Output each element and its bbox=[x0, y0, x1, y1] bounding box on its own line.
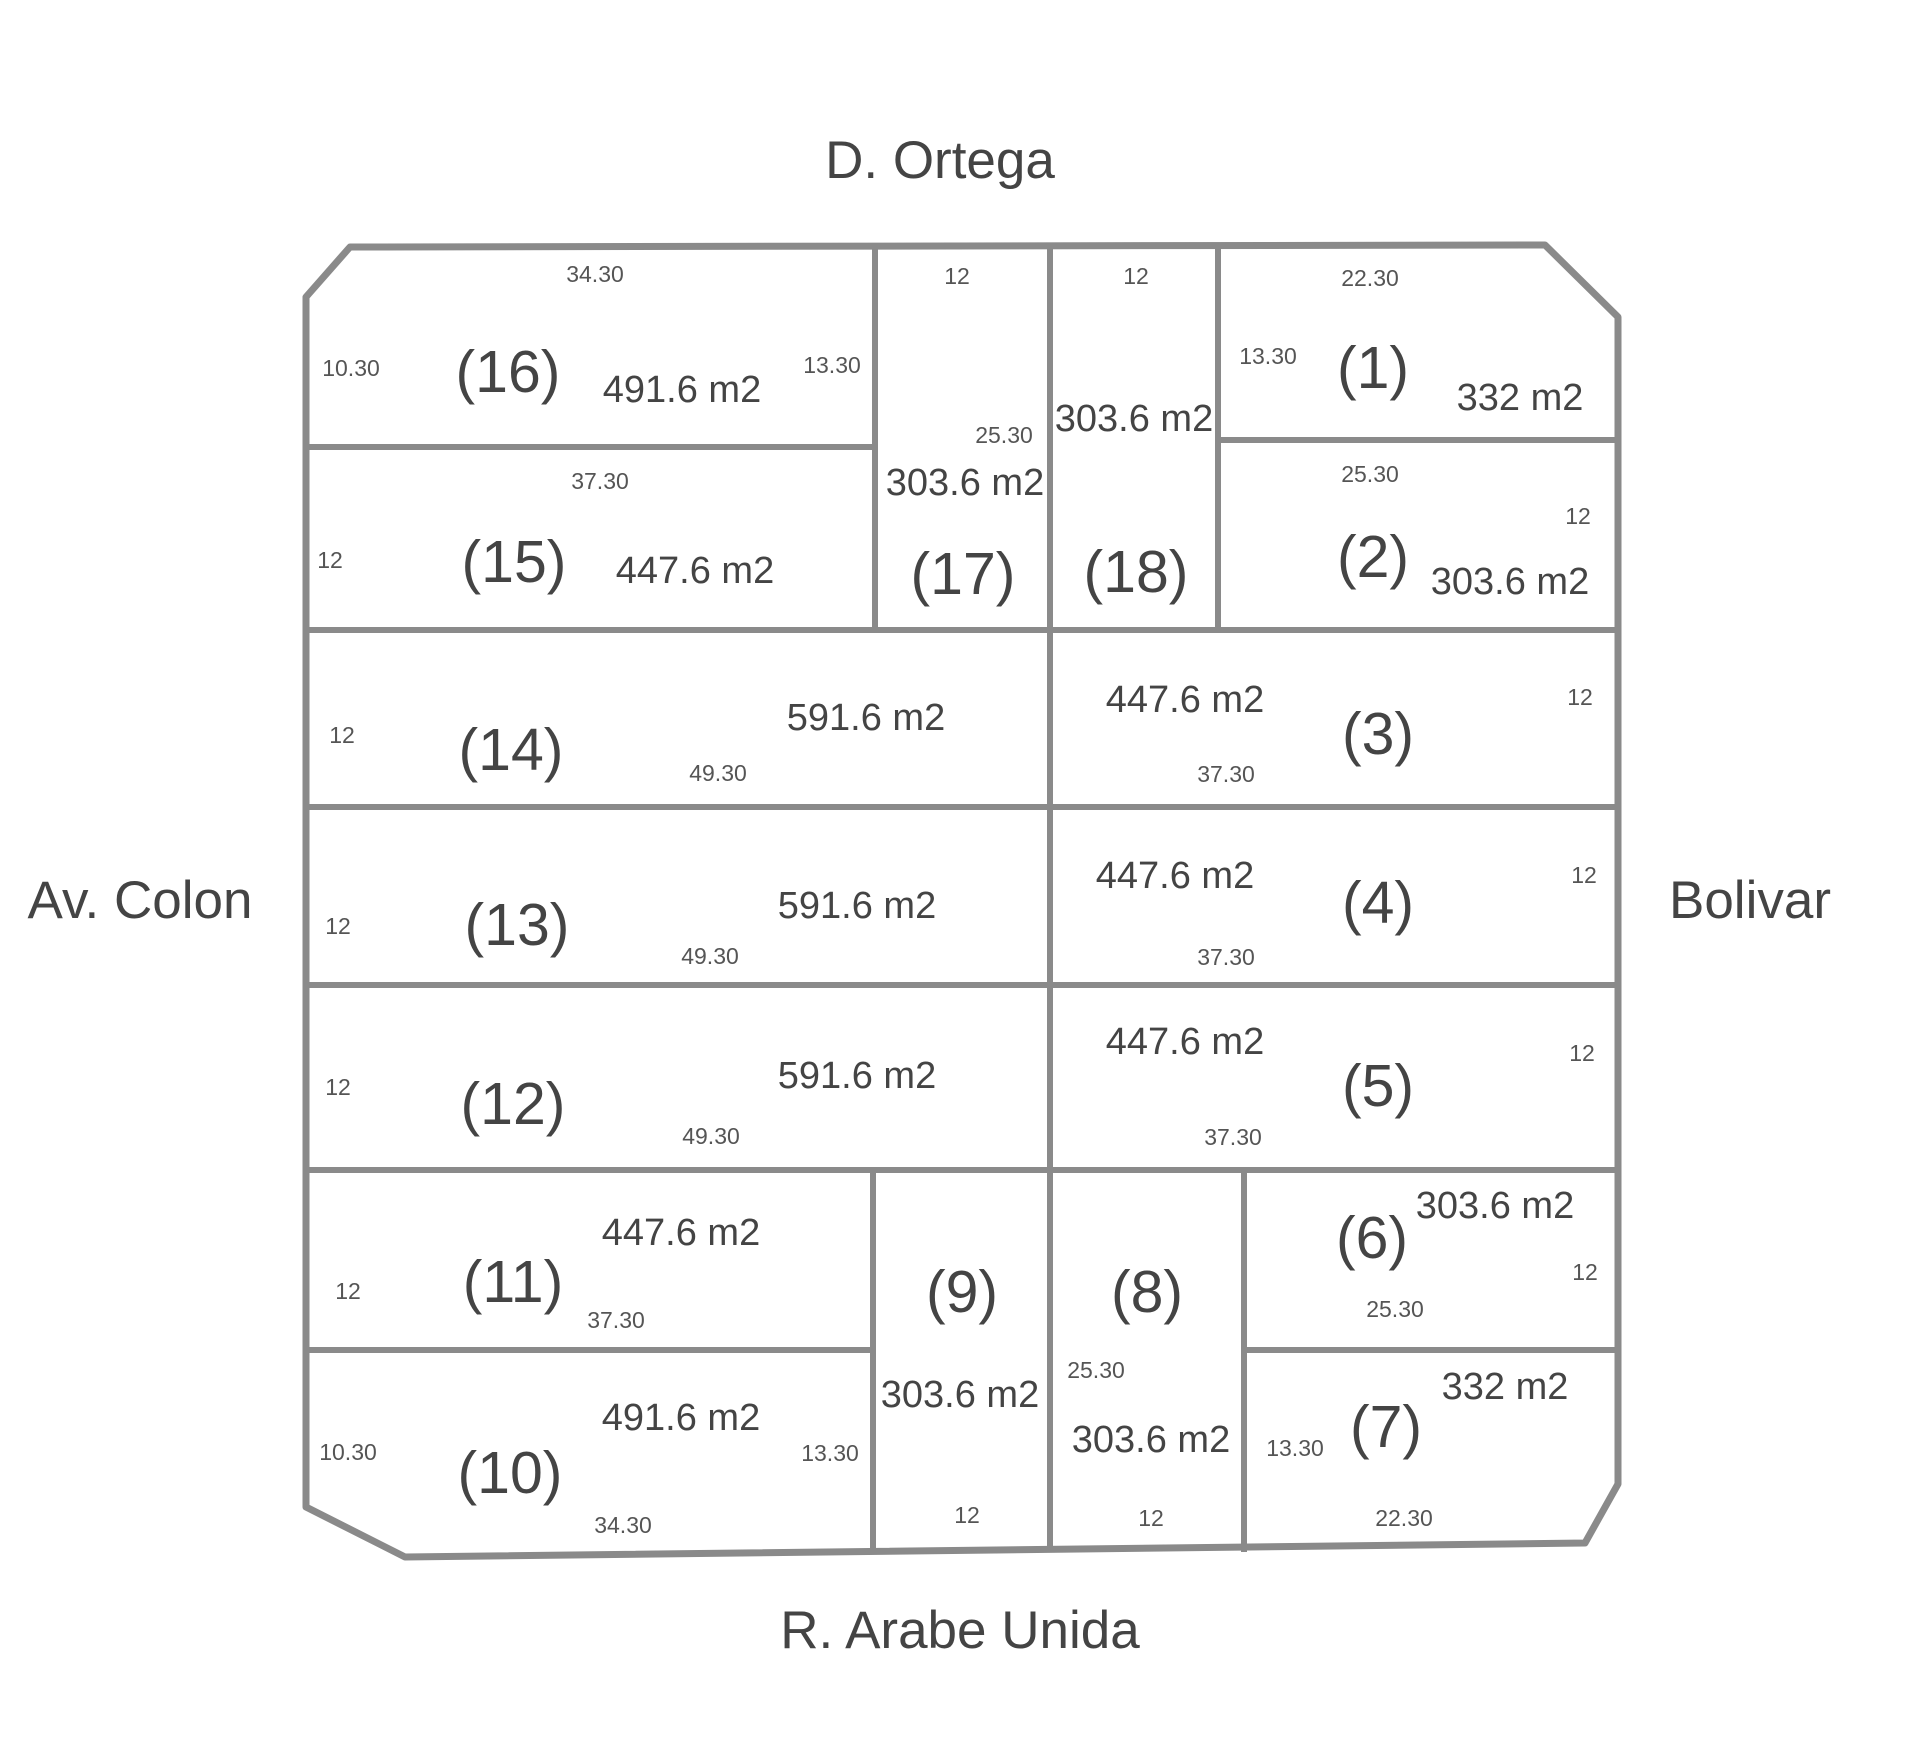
lot-11-dim: 37.30 bbox=[587, 1307, 645, 1333]
lot-15-dim: 12 bbox=[317, 547, 343, 573]
lot-7-dim: 13.30 bbox=[1266, 1435, 1324, 1461]
lot-6-dim: 25.30 bbox=[1366, 1296, 1424, 1322]
lot-10-area: 491.6 m2 bbox=[602, 1397, 760, 1439]
lot-2-dim: 25.30 bbox=[1341, 461, 1399, 487]
lot-12-dim: 49.30 bbox=[682, 1123, 740, 1149]
lot-7-dim: 22.30 bbox=[1375, 1505, 1433, 1531]
lot-14-dim: 49.30 bbox=[689, 760, 747, 786]
lot-13-area: 591.6 m2 bbox=[778, 885, 936, 927]
street-west: Av. Colon bbox=[28, 871, 253, 930]
lot-17-dim: 12 bbox=[944, 263, 970, 289]
lot-2-dim: 12 bbox=[1565, 503, 1591, 529]
lot-11-number: (11) bbox=[463, 1249, 564, 1315]
lot-13-number: (13) bbox=[465, 892, 570, 958]
street-south: R. Arabe Unida bbox=[780, 1601, 1140, 1660]
lot-15-number: (15) bbox=[462, 529, 567, 595]
lot-8-number: (8) bbox=[1111, 1259, 1183, 1325]
lot-1-area: 332 m2 bbox=[1457, 377, 1584, 419]
lot-16-area: 491.6 m2 bbox=[603, 369, 761, 411]
lot-3-dim: 12 bbox=[1567, 684, 1593, 710]
lot-17-dim: 25.30 bbox=[975, 422, 1033, 448]
lot-12-number: (12) bbox=[461, 1071, 566, 1137]
lot-14-dim: 12 bbox=[329, 722, 355, 748]
lot-8-dim: 25.30 bbox=[1067, 1357, 1125, 1383]
lot-3-number: (3) bbox=[1342, 701, 1414, 767]
lot-15-dim: 37.30 bbox=[571, 468, 629, 494]
lot-4-dim: 37.30 bbox=[1197, 944, 1255, 970]
lot-5-area: 447.6 m2 bbox=[1106, 1021, 1264, 1063]
lot-17-number: (17) bbox=[911, 541, 1016, 607]
lot-9-area: 303.6 m2 bbox=[881, 1374, 1039, 1416]
lot-10-number: (10) bbox=[458, 1440, 563, 1506]
lot-16-dim: 13.30 bbox=[803, 352, 861, 378]
lot-17-area: 303.6 m2 bbox=[886, 462, 1044, 504]
lot-13-dim: 12 bbox=[325, 913, 351, 939]
lot-18-dim: 12 bbox=[1123, 263, 1149, 289]
lot-14-number: (14) bbox=[459, 717, 564, 783]
lot-10-dim: 34.30 bbox=[594, 1512, 652, 1538]
lot-4-dim: 12 bbox=[1571, 862, 1597, 888]
lot-6-number: (6) bbox=[1336, 1205, 1408, 1271]
lot-4-number: (4) bbox=[1342, 870, 1414, 936]
lot-5-dim: 12 bbox=[1569, 1040, 1595, 1066]
lot-18-number: (18) bbox=[1084, 539, 1189, 605]
street-east: Bolivar bbox=[1669, 871, 1831, 930]
lot-13-dim: 49.30 bbox=[681, 943, 739, 969]
lot-12-dim: 12 bbox=[325, 1074, 351, 1100]
lot-7-area: 332 m2 bbox=[1442, 1366, 1569, 1408]
lot-10-dim: 10.30 bbox=[319, 1439, 377, 1465]
lot-7-number: (7) bbox=[1350, 1394, 1422, 1460]
lot-3-dim: 37.30 bbox=[1197, 761, 1255, 787]
street-north: D. Ortega bbox=[825, 131, 1055, 190]
lot-14-area: 591.6 m2 bbox=[787, 697, 945, 739]
lot-8-area: 303.6 m2 bbox=[1072, 1419, 1230, 1461]
lot-16-dim: 10.30 bbox=[322, 355, 380, 381]
lot-9-number: (9) bbox=[926, 1259, 998, 1325]
lot-6-area: 303.6 m2 bbox=[1416, 1185, 1574, 1227]
lot-3-area: 447.6 m2 bbox=[1106, 679, 1264, 721]
lot-10-dim: 13.30 bbox=[801, 1440, 859, 1466]
block-outline bbox=[302, 241, 1622, 1561]
lot-2-area: 303.6 m2 bbox=[1431, 561, 1589, 603]
lot-1-number: (1) bbox=[1337, 335, 1409, 401]
lot-18-area: 303.6 m2 bbox=[1055, 398, 1213, 440]
lot-2-number: (2) bbox=[1337, 524, 1409, 590]
lot-4-area: 447.6 m2 bbox=[1096, 855, 1254, 897]
lot-15-area: 447.6 m2 bbox=[616, 550, 774, 592]
lot-1-dim: 13.30 bbox=[1239, 343, 1297, 369]
lot-9-dim: 12 bbox=[954, 1502, 980, 1528]
lot-6-dim: 12 bbox=[1572, 1259, 1598, 1285]
lot-11-dim: 12 bbox=[335, 1278, 361, 1304]
lot-16-dim: 34.30 bbox=[566, 261, 624, 287]
lot-16-number: (16) bbox=[456, 339, 561, 405]
lot-1-dim: 22.30 bbox=[1341, 265, 1399, 291]
lot-5-dim: 37.30 bbox=[1204, 1124, 1262, 1150]
lot-12-area: 591.6 m2 bbox=[778, 1055, 936, 1097]
lot-5-number: (5) bbox=[1342, 1053, 1414, 1119]
lot-11-area: 447.6 m2 bbox=[602, 1212, 760, 1254]
lot-8-dim: 12 bbox=[1138, 1505, 1164, 1531]
